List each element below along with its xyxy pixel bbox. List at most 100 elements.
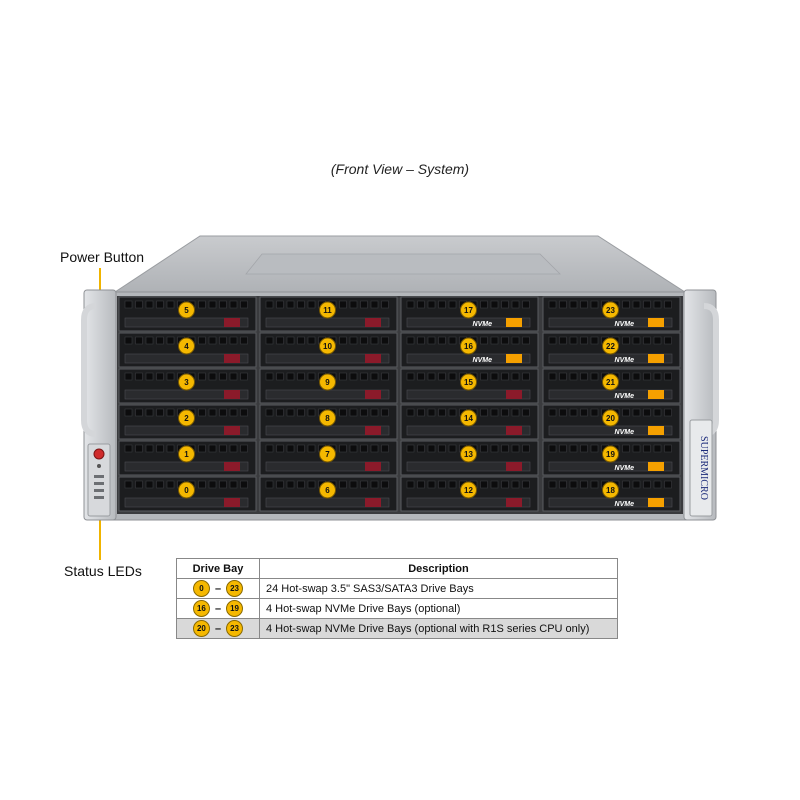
release-tab	[365, 318, 381, 327]
vent-slot	[145, 444, 154, 453]
bay-number: 11	[323, 306, 332, 315]
drive-tray[interactable]: 12	[400, 476, 539, 512]
drive-tray[interactable]: 0	[118, 476, 257, 512]
drive-tray[interactable]: 10	[259, 332, 398, 368]
vent-slot	[240, 444, 248, 453]
chassis-top-panel	[245, 253, 561, 275]
bay-number-badge	[319, 337, 336, 355]
nvme-label: NVMe	[615, 429, 635, 436]
bay-number: 6	[325, 486, 330, 495]
vent-slot	[511, 372, 520, 381]
vent-slot	[522, 300, 530, 309]
vent-slot	[501, 372, 509, 381]
release-tab	[365, 354, 381, 363]
bay-number: 1	[184, 450, 189, 459]
vent-slot	[286, 372, 295, 381]
vent-slot	[208, 444, 217, 453]
vent-slot	[417, 444, 425, 453]
drive-tray[interactable]: 4	[118, 332, 257, 368]
vent-slot	[219, 480, 227, 489]
release-tab	[224, 426, 240, 435]
vent-slot	[406, 336, 415, 345]
release-tab	[224, 390, 240, 399]
status-led-2	[94, 482, 104, 485]
vent-slot	[643, 480, 651, 489]
vent-slot	[559, 372, 567, 381]
drive-tray[interactable]: 6	[259, 476, 398, 512]
vent-slot	[522, 336, 530, 345]
drive-tray[interactable]: 1	[118, 440, 257, 476]
vent-slot	[653, 480, 662, 489]
vent-slot	[501, 444, 509, 453]
vent-slot	[664, 336, 672, 345]
nvme-label: NVMe	[615, 357, 635, 364]
vent-slot	[406, 408, 415, 417]
vent-slot	[559, 408, 567, 417]
vent-slot	[590, 408, 599, 417]
vent-slot	[580, 444, 588, 453]
drive-tray[interactable]: 7	[259, 440, 398, 476]
vent-slot	[339, 408, 347, 417]
vent-slot	[208, 408, 217, 417]
vent-slot	[276, 372, 284, 381]
bay-number-badge	[178, 373, 195, 391]
bay-number-badge	[319, 445, 336, 463]
vent-slot	[166, 480, 175, 489]
bay-number: 17	[464, 306, 473, 315]
release-tab	[506, 462, 522, 471]
vent-slot	[480, 408, 488, 417]
header-description: Description	[259, 558, 618, 579]
bay-description: 4 Hot-swap NVMe Drive Bays (optional wit…	[259, 618, 618, 639]
drive-tray[interactable]: 13	[400, 440, 539, 476]
vent-slot	[229, 480, 238, 489]
vent-slot	[297, 372, 305, 381]
vent-slot	[297, 480, 305, 489]
drive-tray[interactable]: 11	[259, 296, 398, 332]
vent-slot	[370, 300, 379, 309]
release-tab	[506, 354, 522, 363]
vent-slot	[339, 300, 347, 309]
drive-bay-table: Drive Bay Description 0–23 24 Hot-swap 3…	[176, 558, 618, 639]
drive-tray[interactable]: 5	[118, 296, 257, 332]
bay-description: 24 Hot-swap 3.5" SAS3/SATA3 Drive Bays	[259, 578, 618, 599]
release-tab	[224, 318, 240, 327]
drive-tray[interactable]: 14	[400, 404, 539, 440]
vent-slot	[590, 300, 599, 309]
vent-slot	[307, 372, 316, 381]
drive-tray[interactable]: 15	[400, 368, 539, 404]
bay-number-badge	[602, 409, 619, 427]
drive-tray[interactable]: 2	[118, 404, 257, 440]
vent-slot	[580, 480, 588, 489]
vent-slot	[417, 408, 425, 417]
release-tab	[224, 498, 240, 507]
vent-slot	[490, 444, 499, 453]
bay-number: 22	[606, 342, 615, 351]
vent-slot	[590, 336, 599, 345]
header-drive-bay: Drive Bay	[176, 558, 260, 579]
nvme-label: NVMe	[473, 357, 493, 364]
vent-slot	[548, 336, 557, 345]
vent-slot	[643, 300, 651, 309]
release-tab	[648, 498, 664, 507]
vent-slot	[156, 444, 164, 453]
vent-slot	[219, 444, 227, 453]
vent-slot	[307, 444, 316, 453]
drive-tray[interactable]: 9	[259, 368, 398, 404]
drive-tray[interactable]: 3	[118, 368, 257, 404]
nvme-label: NVMe	[615, 321, 635, 328]
vent-slot	[438, 480, 446, 489]
vent-slot	[632, 444, 641, 453]
drive-tray[interactable]: 8	[259, 404, 398, 440]
table-row: 20–23 4 Hot-swap NVMe Drive Bays (option…	[176, 618, 618, 639]
status-leds-label: Status LEDs	[64, 563, 142, 579]
vent-slot	[438, 408, 446, 417]
